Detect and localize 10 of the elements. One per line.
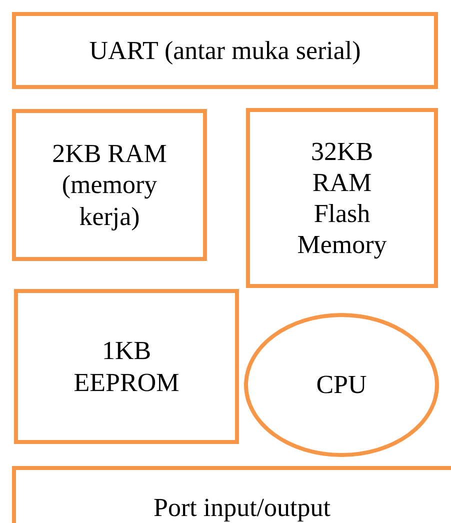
process-box	[12, 12, 438, 89]
node-label: Port input/output	[154, 492, 330, 523]
node-label: 2KB RAM (memory kerja)	[51, 138, 168, 232]
process-box	[14, 289, 239, 444]
node-label: 32KB RAM Flash Memory	[296, 136, 388, 260]
process-box	[246, 108, 438, 288]
node-label: 1KB EEPROM	[72, 335, 180, 398]
process-box	[12, 109, 207, 261]
node-label: UART (antar muka serial)	[89, 34, 361, 66]
node-label: CPU	[316, 369, 367, 401]
